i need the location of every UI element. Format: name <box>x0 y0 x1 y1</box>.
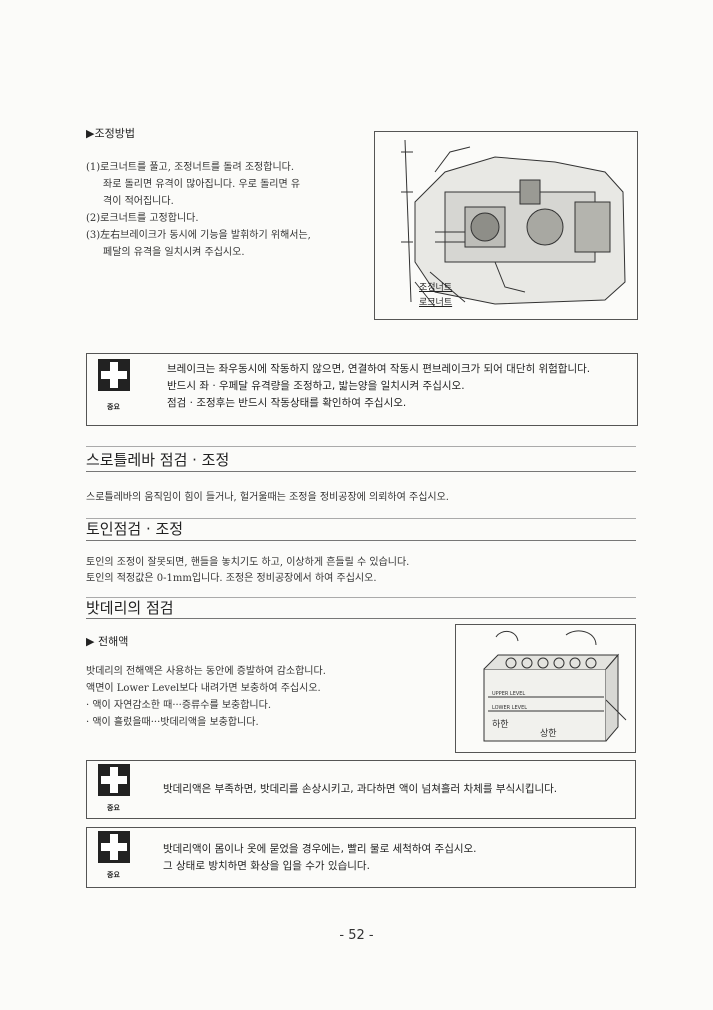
battery-drawing <box>483 630 627 742</box>
notice-line: 브레이크는 좌우동시에 작동하지 않으면, 연결하여 작동시 편브레이크가 되어… <box>167 363 591 375</box>
brake-figure-frame: 조정너트 로크너트 <box>374 131 638 320</box>
notice-label: 중요 <box>107 871 120 879</box>
adjust-line: 격이 적어집니다. <box>103 196 174 207</box>
notice-label: 중요 <box>107 403 120 411</box>
section-rule <box>86 597 636 598</box>
section-rule <box>86 518 636 519</box>
notice-line: 밧데리액이 몸이나 옷에 묻었을 경우에는, 빨리 물로 세척하여 주십시오. <box>163 843 477 855</box>
adjust-line: (1)로크너트를 풀고, 조정너트를 돌려 조정합니다. <box>86 162 295 173</box>
battery-subheading: ▶ 전해액 <box>86 635 129 648</box>
notice-line: 밧데리액은 부족하면, 밧데리를 손상시키고, 과다하면 액이 넘쳐흘러 차체를… <box>163 783 558 795</box>
notice-label: 중요 <box>107 804 120 812</box>
adjust-line: 페달의 유격을 일치시켜 주십시오. <box>103 247 245 258</box>
lower-level-label: LOWER LEVEL <box>492 705 528 711</box>
adjust-line: 좌로 돌리면 유격이 많아집니다. 우로 돌리면 유 <box>103 179 301 190</box>
notice-line: 점검 · 조정후는 반드시 작동상태를 확인하여 주십시오. <box>167 397 407 409</box>
notice-box-battery-level: 중요 밧데리액은 부족하면, 밧데리를 손상시키고, 과다하면 액이 넘쳐흘러 … <box>86 760 636 819</box>
figure-label-lock-nut: 로크너트 <box>419 298 453 308</box>
adjust-line: (3)左右브레이크가 동시에 기능을 발휘하기 위해서는, <box>86 230 311 241</box>
notice-text: 브레이크는 좌우동시에 작동하지 않으면, 연결하여 작동시 편브레이크가 되어… <box>167 361 633 412</box>
toein-text: 토인의 조정이 잘못되면, 핸들을 놓치기도 하고, 이상하게 흔들릴 수 있습… <box>86 555 626 587</box>
battery-line: 밧데리의 전해액은 사용하는 동안에 증발하여 감소합니다. <box>86 666 326 677</box>
battery-heading: 밧데리의 점검 <box>86 599 174 617</box>
throttle-text: 스로틀레바의 움직임이 힘이 들거나, 헐거울때는 조정을 정비공장에 의뢰하여… <box>86 492 449 503</box>
toein-line: 토인의 적정값은 0-1mm입니다. 조정은 정비공장에서 하여 주십시오. <box>86 573 377 584</box>
upper-level-label: UPPER LEVEL <box>492 691 526 697</box>
adjust-heading: ▶조정방법 <box>86 127 135 140</box>
battery-text: 밧데리의 전해액은 사용하는 동안에 증발하여 감소합니다. 액면이 Lower… <box>86 664 446 732</box>
caution-cross-icon <box>98 764 130 796</box>
section-rule <box>86 446 636 447</box>
notice-text: 밧데리액이 몸이나 옷에 묻었을 경우에는, 빨리 물로 세척하여 주십시오. … <box>163 841 477 875</box>
toein-heading: 토인점검 · 조정 <box>86 520 184 538</box>
notice-line: 반드시 좌 · 우페달 유격량을 조정하고, 밟는양을 일치시켜 주십시오. <box>167 380 465 392</box>
battery-figure-frame: UPPER LEVEL LOWER LEVEL 하한 상한 <box>455 624 636 753</box>
lower-limit-label: 하한 <box>492 720 509 730</box>
adjust-line: (2)로크너트를 고정합니다. <box>86 213 199 224</box>
battery-line: · 액이 자연감소한 때···증류수를 보충합니다. <box>86 700 272 711</box>
brake-assembly-drawing <box>401 139 626 308</box>
battery-line: 액면이 Lower Level보다 내려가면 보충하여 주십시오. <box>86 683 321 694</box>
section-rule <box>86 540 636 541</box>
section-rule <box>86 471 636 472</box>
battery-line: · 액이 흘렀을때···밧데리액을 보충합니다. <box>86 717 259 728</box>
notice-box-battery-acid: 중요 밧데리액이 몸이나 옷에 묻었을 경우에는, 빨리 물로 세척하여 주십시… <box>86 827 636 888</box>
toein-line: 토인의 조정이 잘못되면, 핸들을 놓치기도 하고, 이상하게 흔들릴 수 있습… <box>86 557 410 568</box>
upper-limit-label: 상한 <box>540 729 557 739</box>
section-rule <box>86 618 636 619</box>
caution-cross-icon <box>98 359 130 391</box>
page-number: - 52 - <box>339 928 374 943</box>
throttle-heading: 스로틀레바 점검 · 조정 <box>86 451 230 469</box>
figure-label-adjust-nut: 조정너트 <box>419 283 453 293</box>
notice-box-brake: 중요 브레이크는 좌우동시에 작동하지 않으면, 연결하여 작동시 편브레이크가… <box>86 353 638 426</box>
notice-line: 그 상태로 방치하면 화상을 입을 수가 있습니다. <box>163 860 370 872</box>
adjust-instructions: (1)로크너트를 풀고, 조정너트를 돌려 조정합니다. 좌로 돌리면 유격이 … <box>86 160 356 262</box>
caution-cross-icon <box>98 831 130 863</box>
